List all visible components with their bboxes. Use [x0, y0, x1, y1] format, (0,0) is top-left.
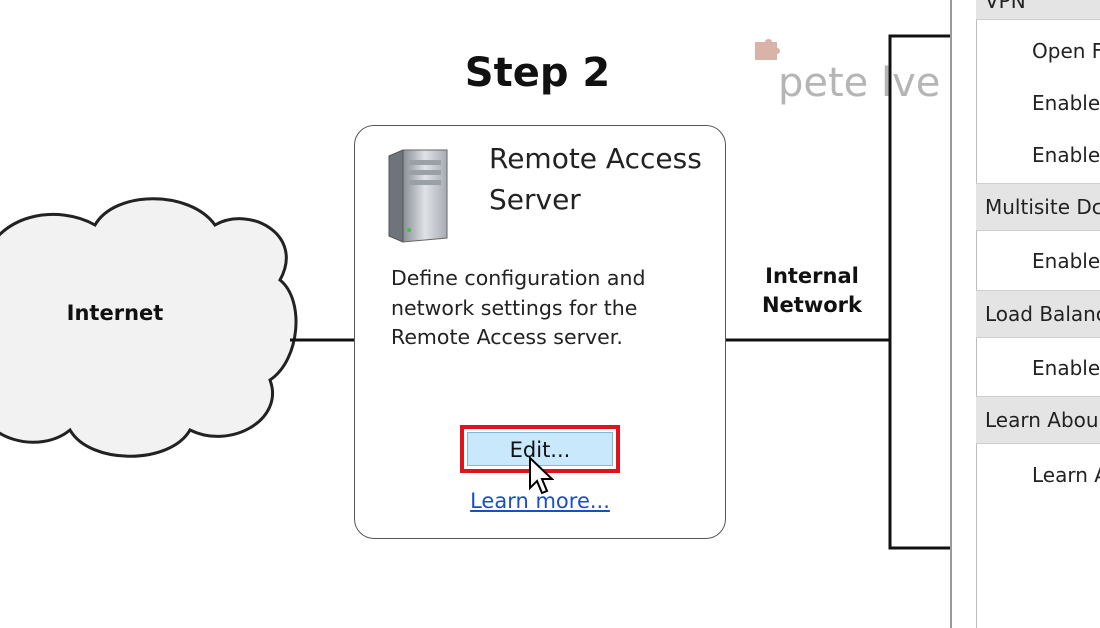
watermark-text: pete lve: [778, 60, 941, 106]
card-desc-line2: network settings for the: [391, 295, 638, 320]
section-header-load-balancing[interactable]: Load Balanc: [976, 290, 1100, 338]
section-header-multisite[interactable]: Multisite Dc: [976, 183, 1100, 231]
section-header-learn-about[interactable]: Learn Abou: [976, 396, 1100, 444]
tasks-panel: VPN Open F Enable Enable Multisite Dc En…: [950, 0, 1100, 628]
task-item-multisite-1[interactable]: Enable: [1032, 249, 1100, 273]
card-description: Define configuration and network setting…: [391, 264, 691, 353]
puzzle-logo-icon: [755, 38, 789, 62]
task-item-vpn-3[interactable]: Enable: [1032, 143, 1100, 167]
task-item-vpn-2[interactable]: Enable: [1032, 91, 1100, 115]
task-item-learn-about-1[interactable]: Learn A: [1032, 463, 1100, 487]
card-desc-line3: Remote Access server.: [391, 325, 623, 349]
card-title-line1: Remote Access: [489, 142, 702, 175]
section-header-vpn[interactable]: VPN: [976, 0, 1100, 20]
task-item-load-balancing-1[interactable]: Enable: [1032, 356, 1100, 380]
task-item-vpn-1[interactable]: Open F: [1032, 39, 1100, 63]
learn-more-link[interactable]: Learn more...: [470, 489, 610, 513]
edit-button[interactable]: Edit...: [467, 432, 613, 466]
card-title: Remote Access Server: [489, 138, 719, 220]
internal-network-line1: Internal: [765, 264, 859, 288]
step-title: Step 2: [464, 50, 611, 96]
internal-network-label: Internal Network: [752, 262, 872, 320]
mouse-pointer-icon: [528, 455, 555, 498]
edit-button-highlight: Edit...: [460, 425, 620, 473]
server-icon: [385, 148, 455, 244]
internal-network-line2: Network: [761, 293, 862, 317]
internal-network-bracket: [888, 34, 950, 550]
card-title-line2: Server: [489, 183, 581, 216]
internet-cloud-shape: [0, 197, 298, 458]
remote-access-server-card: Remote Access Server Define configuratio…: [354, 125, 726, 539]
internet-label: Internet: [66, 301, 164, 325]
card-desc-line1: Define configuration and: [391, 266, 646, 290]
